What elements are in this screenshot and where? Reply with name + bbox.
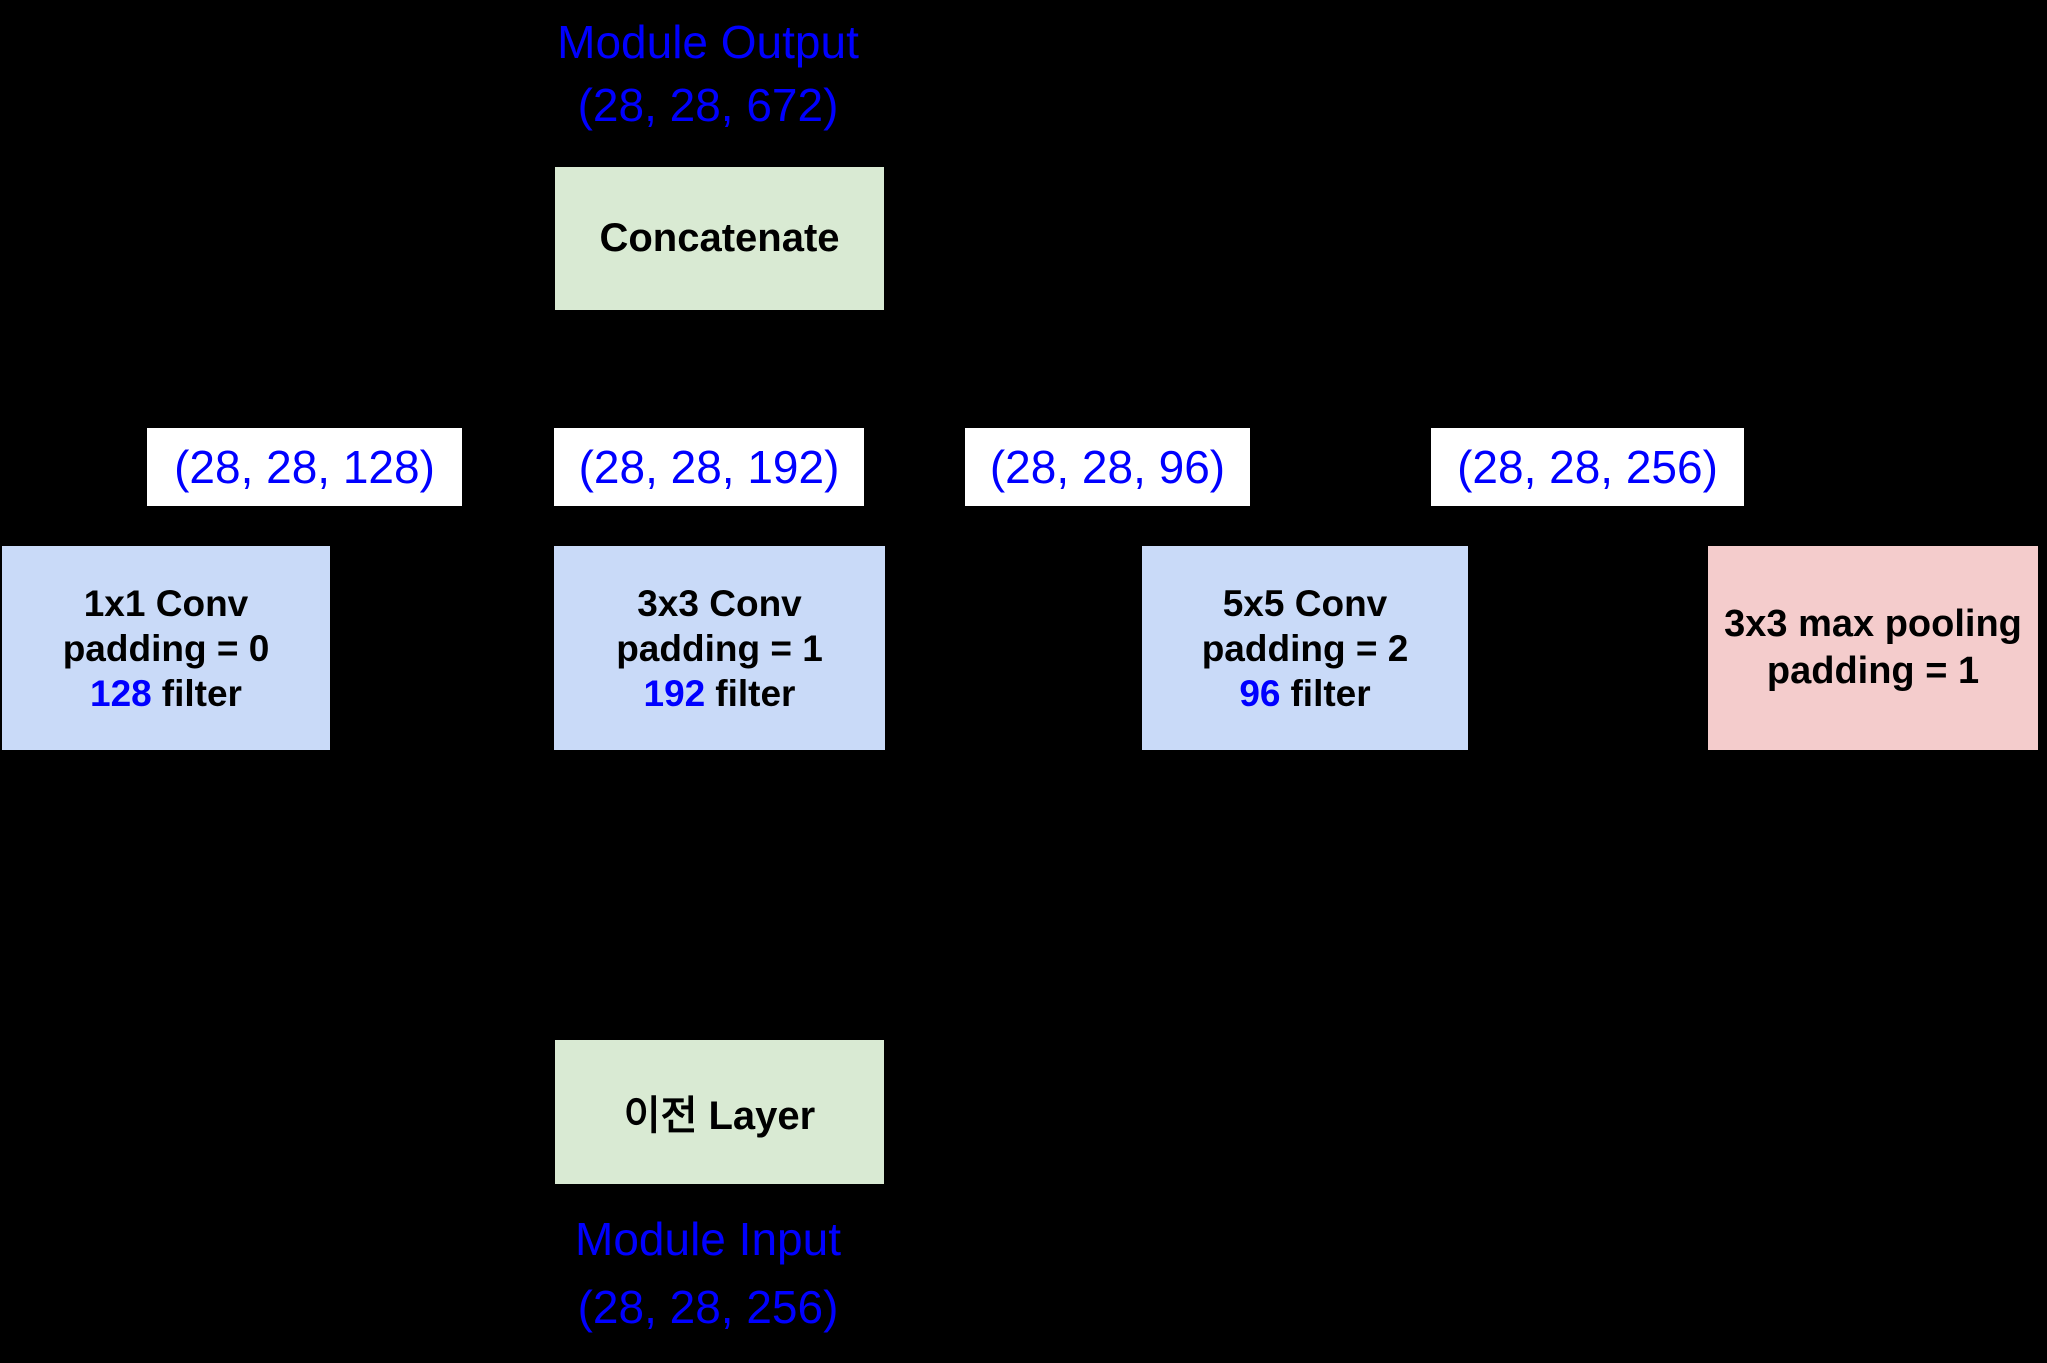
conv1x1-filter-word: filter: [161, 672, 242, 714]
branch3-shape-label: (28, 28, 96): [965, 428, 1250, 506]
arrow-input-to-branch3: [721, 755, 1307, 1049]
maxpool-padding: padding = 1: [1766, 650, 1980, 692]
maxpool-box: 3x3 max pooling padding = 1: [1708, 546, 2038, 750]
module-input-title: Module Input: [575, 1213, 841, 1265]
conv5x5-filter-word: filter: [1290, 672, 1371, 714]
conv5x5-padding: padding = 2: [1201, 627, 1409, 669]
arrow-input-to-branch4: [721, 740, 1868, 1049]
maxpool-kernel: 3x3 max pooling: [1724, 603, 2022, 645]
conv3x3-filter-word: filter: [715, 672, 796, 714]
arrow-input-to-branch1: [163, 755, 723, 1049]
module-input-shape: (28, 28, 256): [577, 1281, 839, 1333]
conv1x1-padding: padding = 0: [62, 627, 270, 669]
conv5x5-kernel: 5x5 Conv: [1222, 582, 1388, 624]
conv1x1-filter-count: 128: [90, 672, 152, 714]
module-input-heading: Module Input (28, 28, 256): [358, 1205, 1058, 1341]
branch4-shape-label: (28, 28, 256): [1431, 428, 1744, 506]
previous-layer-box: 이전 Layer: [555, 1040, 884, 1184]
concatenate-box: Concatenate: [555, 167, 884, 310]
conv5x5-filter-count: 96: [1239, 672, 1281, 714]
conv3x3-filter-count: 192: [643, 672, 706, 714]
arrow-input-to-branch2: [710, 753, 731, 1048]
conv3x3-padding: padding = 1: [616, 627, 823, 669]
previous-layer-label: 이전 Layer: [623, 1094, 816, 1138]
branch2-shape-label: (28, 28, 192): [554, 428, 864, 506]
conv3x3-kernel: 3x3 Conv: [637, 582, 802, 624]
module-output-heading: Module Output (28, 28, 672): [358, 11, 1058, 137]
concatenate-label: Concatenate: [599, 216, 840, 260]
conv1x1-kernel: 1x1 Conv: [83, 582, 249, 624]
module-output-title: Module Output: [557, 16, 859, 68]
module-output-shape: (28, 28, 672): [577, 79, 839, 131]
branch1-shape-label: (28, 28, 128): [147, 428, 462, 506]
